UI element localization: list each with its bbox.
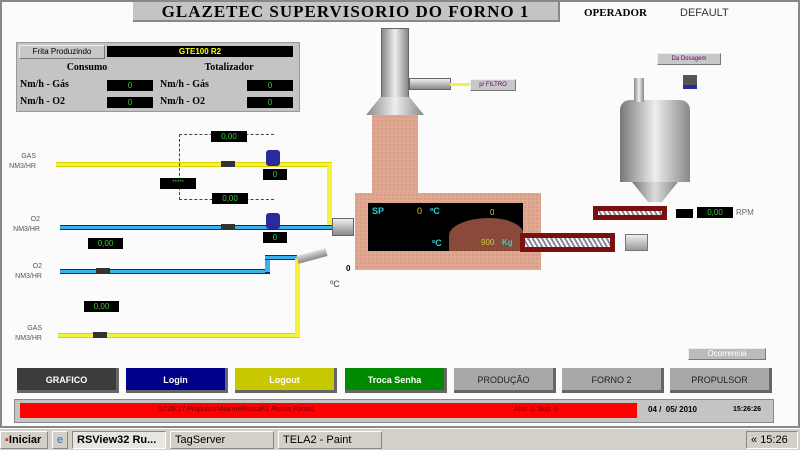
sp-label: SP: [372, 206, 385, 216]
gas2-pipe: [58, 333, 300, 338]
alarm-bar[interactable]: [20, 403, 637, 418]
screw-motor-upper: [676, 207, 693, 218]
control-loop-line: [179, 134, 274, 200]
alarm-counts: Alm: 1, Sup: 0: [514, 406, 558, 413]
consumo-gas-label: Nm/h - Gás: [20, 79, 69, 90]
material-pile: [449, 218, 523, 251]
ie-quicklaunch-icon[interactable]: e: [52, 431, 68, 449]
tray-expand-chevron[interactable]: «: [751, 434, 758, 446]
chimney-duct: [381, 28, 409, 100]
grafico-button[interactable]: GRAFICO: [17, 368, 119, 393]
chimney-brick: [372, 115, 418, 195]
system-tray: « 15:26: [746, 431, 798, 449]
dosagem-button[interactable]: Da Dosagem: [657, 53, 721, 65]
weight-value: 900: [481, 238, 495, 247]
weight-unit: Kg: [502, 238, 513, 247]
sp-value: 0: [417, 206, 423, 216]
gas1-valve-value: 0: [263, 169, 287, 180]
page-title: GLAZETEC SUPERVISORIO DO FORNO 1: [133, 2, 560, 22]
gas2-flowmeter-icon: [93, 332, 107, 338]
operator-label: OPERADOR: [584, 7, 647, 19]
o2a-flowmeter-icon: [221, 224, 235, 230]
o2b-pipe-top: [265, 255, 297, 260]
rpm-unit: RPM: [736, 208, 754, 217]
alarm-time: 15:26:26: [733, 406, 762, 413]
o2a-valve-value: 0: [263, 232, 287, 243]
rpm-value: 0,00: [697, 207, 733, 218]
total-o2-value: 0: [247, 97, 293, 108]
consumo-gas-value: 0: [107, 80, 153, 91]
consumo-o2-value: 0: [107, 97, 153, 108]
o2a-valve-icon[interactable]: [266, 213, 280, 229]
alarm-message: 07:26:17 Propulsor\AlarmeRoscaF1 Rosca F…: [158, 406, 316, 413]
ocorrencia-button[interactable]: Ocorrencia: [688, 348, 766, 360]
o2b-flow-display: 0,00: [88, 238, 123, 249]
outside-temp-value: 0: [346, 264, 351, 273]
consumo-o2-label: Nm/h - O2: [20, 96, 65, 107]
start-button[interactable]: ▪Iniciar: [0, 431, 48, 449]
logout-button[interactable]: Logout: [235, 368, 337, 393]
temp-unit: ºC: [432, 238, 442, 248]
total-gas-value: 0: [247, 80, 293, 91]
tank-inlet: [634, 78, 644, 102]
sp-unit: ºC: [430, 206, 440, 216]
screw-motor-lower: [625, 234, 648, 251]
gas2-flow-display: 0,00: [84, 301, 119, 312]
dosing-tank: [620, 100, 690, 182]
total-gas-label: Nm/h - Gás: [160, 79, 209, 90]
ratio-display: *****: [160, 178, 196, 189]
gas2-pipe-rise: [295, 258, 300, 338]
burner: [332, 218, 354, 236]
production-panel: Frita Produzindo GTE100 R2 Consumo Total…: [16, 42, 300, 112]
feed-screw-upper: [593, 206, 667, 220]
forno2-button[interactable]: FORNO 2: [562, 368, 664, 393]
taskbar-paint[interactable]: TELA2 - Paint: [278, 431, 382, 449]
gas1-pipe: [56, 162, 332, 167]
troca-senha-button[interactable]: Troca Senha: [345, 368, 447, 393]
windows-flag-icon: ▪: [5, 434, 9, 446]
filtro-button[interactable]: p/ FILTRO: [470, 79, 516, 91]
o2a-pipe: [60, 225, 338, 230]
totalizador-header: Totalizador: [204, 62, 254, 73]
o2b-pipe: [60, 269, 270, 274]
o2b-flowmeter-icon: [96, 268, 110, 274]
frita-produzindo-button[interactable]: Frita Produzindo: [19, 45, 105, 59]
consumo-header: Consumo: [66, 62, 108, 73]
filter-duct: [409, 78, 451, 90]
gas1-flowmeter-icon: [221, 161, 235, 167]
total-o2-label: Nm/h - O2: [160, 96, 205, 107]
producao-button[interactable]: PRODUÇÃO: [454, 368, 556, 393]
o2a-flow-display: 0,00: [212, 193, 248, 204]
alarm-date: 04 / 05/ 2010: [648, 405, 697, 414]
taskbar-tagserver[interactable]: TagServer: [170, 431, 274, 449]
chimney-hood: [366, 97, 424, 115]
feed-screw-lower: [520, 233, 615, 252]
operator-value: DEFAULT: [680, 7, 729, 19]
outside-temp-unit: ºC: [330, 279, 340, 289]
tank-valve-icon[interactable]: [683, 75, 697, 89]
frita-value: GTE100 R2: [107, 46, 293, 57]
level-value: 0: [490, 208, 495, 217]
propulsor-button[interactable]: PROPULSOR: [670, 368, 772, 393]
gas1-valve-icon[interactable]: [266, 150, 280, 166]
login-button[interactable]: Login: [126, 368, 228, 393]
gas1-flow-display: 0,00: [211, 131, 247, 142]
filter-line: [450, 83, 470, 86]
clock: 15:26: [760, 434, 788, 446]
taskbar-rsview[interactable]: RSView32 Ru...: [72, 431, 166, 449]
